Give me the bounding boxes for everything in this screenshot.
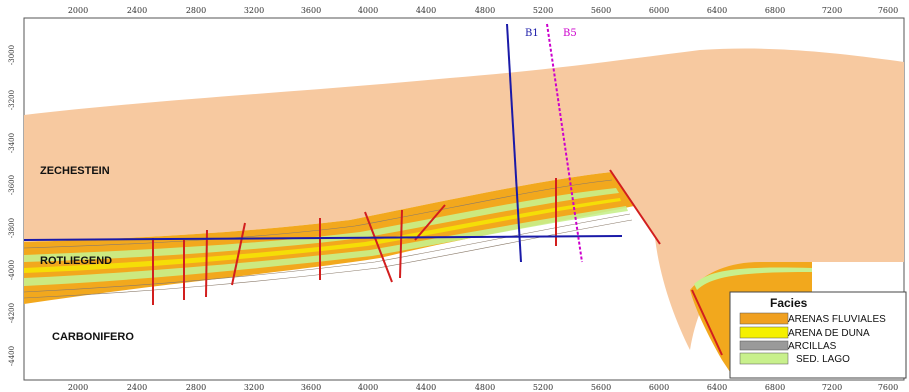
x-tick-bottom: 4800 xyxy=(475,383,495,392)
legend-title: Facies xyxy=(770,296,808,310)
y-tick: -3000 xyxy=(8,45,16,65)
facies-legend: Facies ARENAS FLUVIALES ARENA DE DUNA AR… xyxy=(729,291,907,379)
x-tick-bottom: 3600 xyxy=(301,383,321,392)
dune-band xyxy=(24,198,621,273)
x-axis-top: 2000 2400 2800 3200 3600 4000 4400 4800 … xyxy=(68,6,898,15)
x-tick-bottom: 6400 xyxy=(707,383,727,392)
x-tick-top: 5600 xyxy=(591,6,611,15)
x-tick-bottom: 4400 xyxy=(416,383,436,392)
rotliegend-right-block xyxy=(690,262,812,372)
x-tick-bottom: 3200 xyxy=(244,383,264,392)
x-tick-bottom: 7200 xyxy=(822,383,842,392)
legend-label: ARCILLAS xyxy=(788,341,837,352)
legend-swatch-arena-de-duna xyxy=(739,326,789,339)
x-tick-bottom: 2800 xyxy=(186,383,206,392)
x-tick-bottom: 5600 xyxy=(591,383,611,392)
x-tick-top: 2400 xyxy=(127,6,147,15)
legend-label: SED. LAGO xyxy=(796,354,850,365)
lake-band-right xyxy=(694,267,812,290)
x-tick-top: 4800 xyxy=(475,6,495,15)
lake-band xyxy=(24,206,628,286)
x-axis-bottom: 2000 2400 2800 3200 3600 4000 4400 4800 … xyxy=(68,383,898,392)
y-tick: -3800 xyxy=(8,218,16,238)
x-tick-bottom: 5200 xyxy=(533,383,553,392)
x-tick-top: 2800 xyxy=(186,6,206,15)
carbonifero-label: CARBONIFERO xyxy=(52,331,134,343)
well-b1-label: B1 xyxy=(525,28,539,39)
x-tick-top: 3200 xyxy=(244,6,264,15)
y-tick: -3400 xyxy=(8,133,16,153)
zechestein-label: ZECHESTEIN xyxy=(40,165,110,177)
legend-label: ARENA DE DUNA xyxy=(788,328,870,339)
x-tick-top: 6400 xyxy=(707,6,727,15)
x-tick-top: 7200 xyxy=(822,6,842,15)
well-b1-trajectory xyxy=(506,23,522,263)
faults xyxy=(152,169,723,356)
x-tick-bottom: 4000 xyxy=(358,383,378,392)
x-tick-bottom: 6000 xyxy=(649,383,669,392)
x-tick-top: 3600 xyxy=(301,6,321,15)
lake-band xyxy=(24,188,619,262)
legend-label: ARENAS FLUVIALES xyxy=(788,314,886,325)
y-tick: -4200 xyxy=(8,303,16,323)
rotliegend-label: ROTLIEGEND xyxy=(40,255,112,267)
well-b5-trajectory xyxy=(546,23,583,263)
x-tick-top: 7600 xyxy=(878,6,898,15)
y-tick: -4400 xyxy=(8,346,16,366)
y-tick: -3200 xyxy=(8,90,16,110)
legend-swatch-arenas-fluviales xyxy=(739,312,789,325)
y-axis: -3000 -3200 -3400 -3600 -3800 -4000 -420… xyxy=(8,45,16,366)
x-tick-bottom: 2000 xyxy=(68,383,88,392)
legend-swatch-arcillas xyxy=(739,340,789,351)
zechestein-layer xyxy=(24,48,904,350)
y-tick: -3600 xyxy=(8,175,16,195)
x-tick-top: 4000 xyxy=(358,6,378,15)
legend-swatch-sed-lago xyxy=(739,352,789,365)
x-tick-top: 5200 xyxy=(533,6,553,15)
well-b5-label: B5 xyxy=(563,28,577,39)
x-tick-top: 6000 xyxy=(649,6,669,15)
y-tick: -4000 xyxy=(8,260,16,280)
clay-laminae xyxy=(23,179,633,299)
horizon-line xyxy=(23,235,623,241)
x-tick-bottom: 2400 xyxy=(127,383,147,392)
x-tick-bottom: 7600 xyxy=(878,383,898,392)
x-tick-top: 2000 xyxy=(68,6,88,15)
x-tick-top: 4400 xyxy=(416,6,436,15)
x-tick-bottom: 6800 xyxy=(765,383,785,392)
x-tick-top: 6800 xyxy=(765,6,785,15)
